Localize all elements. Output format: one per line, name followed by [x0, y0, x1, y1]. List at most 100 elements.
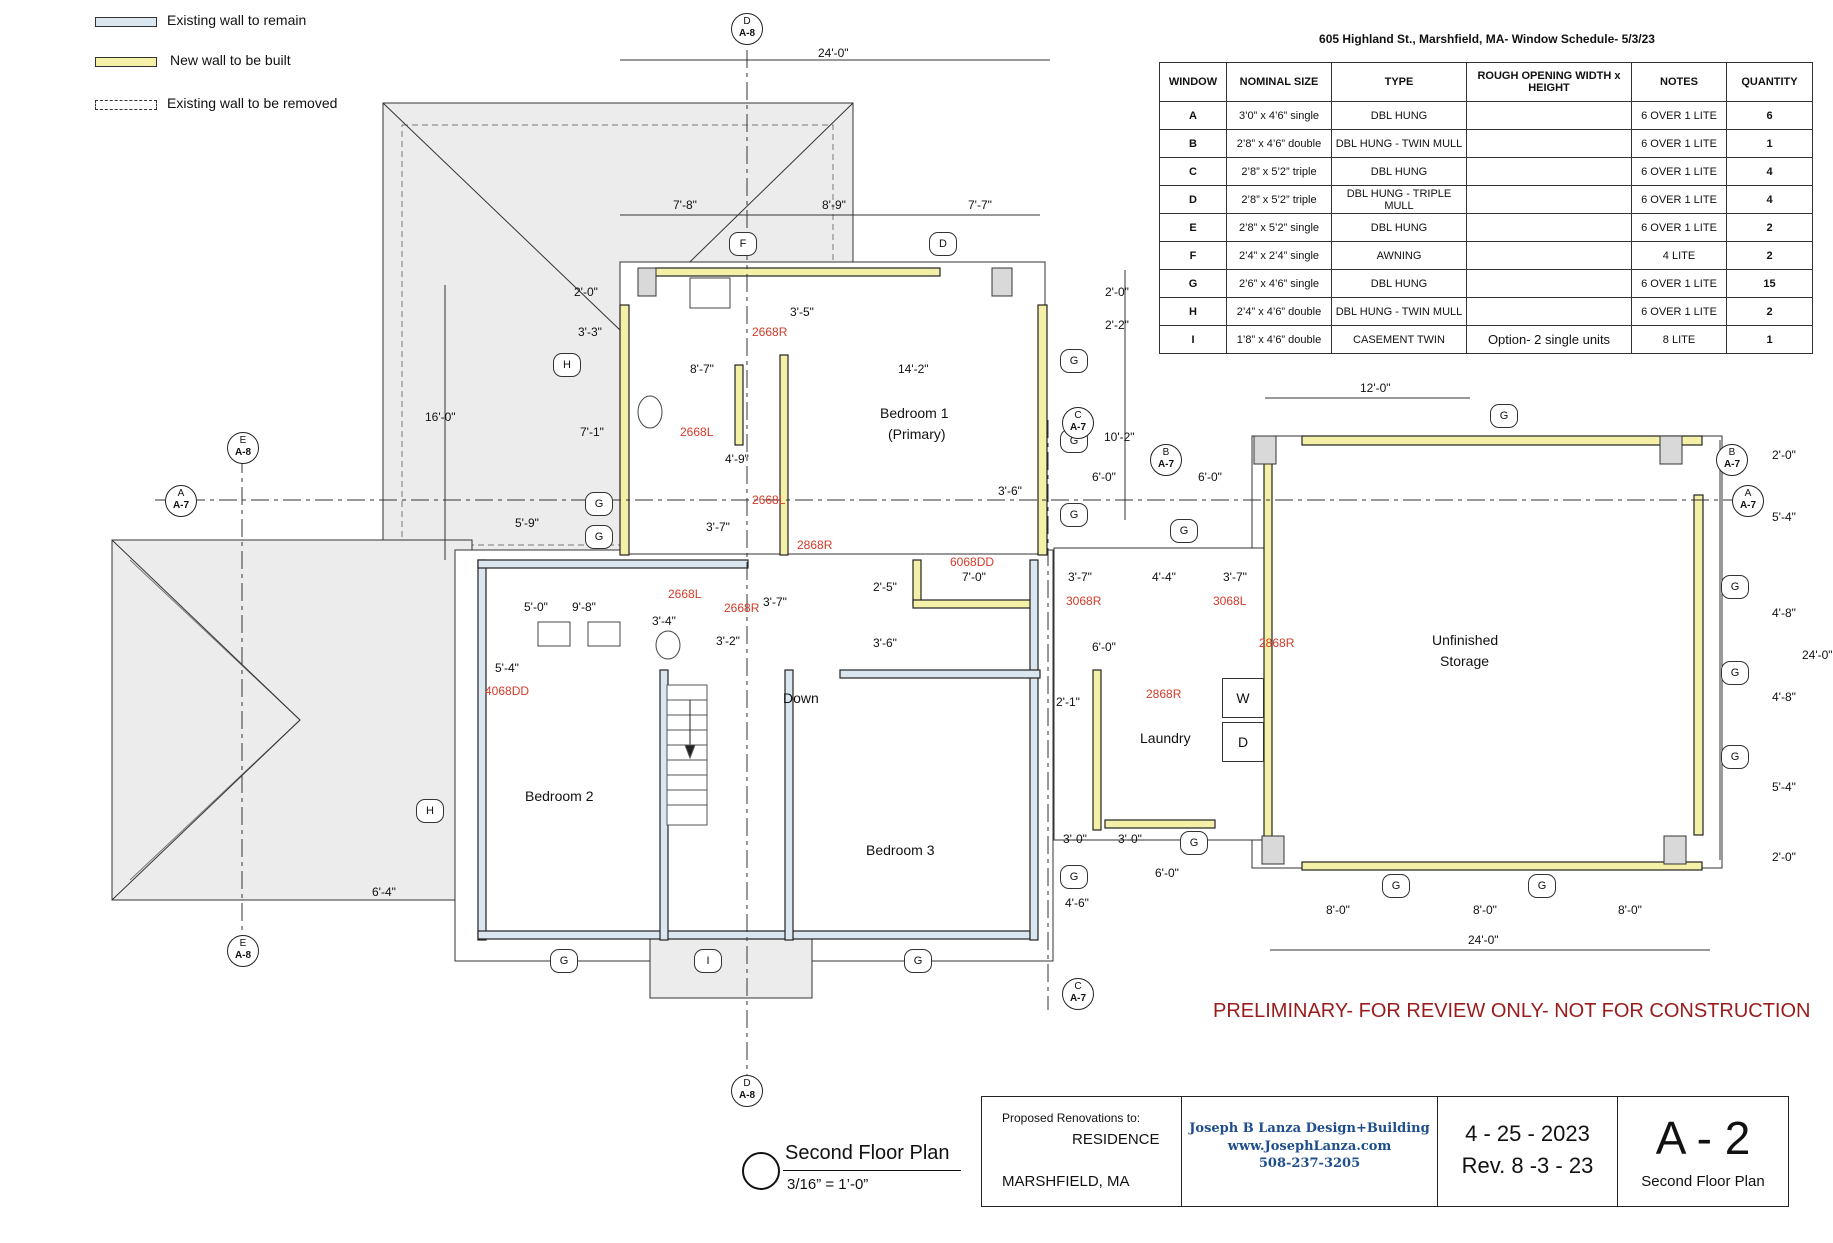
section-sheet: A-8 — [738, 28, 756, 39]
schedule-cell: DBL HUNG - TWIN MULL — [1331, 129, 1467, 158]
room-storage-line2: Storage — [1440, 653, 1490, 669]
door-tag: 2868R — [797, 538, 833, 552]
window-tag: I — [694, 949, 722, 973]
window-tag: G — [1060, 503, 1088, 527]
section-letter: B — [1162, 447, 1170, 458]
section-letter: C — [1074, 410, 1082, 421]
main-house-footprint — [454, 549, 1054, 962]
dimension-label: 4'-6" — [1065, 896, 1089, 910]
grid-lines — [155, 50, 1740, 1100]
legend-label-new: New wall to be built — [170, 52, 291, 68]
schedule-header: TYPE — [1331, 62, 1467, 102]
schedule-cell: 6 OVER 1 LITE — [1631, 269, 1727, 298]
section-sheet: A-8 — [738, 1090, 756, 1101]
schedule-cell — [1466, 297, 1632, 326]
dimension-label: 2'-0" — [1105, 285, 1129, 299]
tb-proposed: Proposed Renovations to: — [1002, 1111, 1141, 1125]
dimension-label: 2'-1" — [1056, 695, 1080, 709]
schedule-cell: 4 — [1726, 185, 1813, 214]
door-tag: 2668L — [752, 493, 786, 507]
dimension-label: 8'-0" — [1618, 903, 1642, 917]
wall-corners — [637, 267, 1687, 865]
schedule-header: ROUGH OPENING WIDTH x HEIGHT — [1466, 62, 1632, 102]
dimension-label: 9'-8" — [572, 600, 596, 614]
schedule-header: NOMINAL SIZE — [1226, 62, 1332, 102]
door-tag: 2668R — [752, 325, 788, 339]
schedule-cell: 6 OVER 1 LITE — [1631, 101, 1727, 130]
dimension-lines — [444, 59, 1721, 951]
schedule-cell: 8 LITE — [1631, 325, 1727, 354]
schedule-cell: DBL HUNG - TRIPLE MULL — [1331, 185, 1467, 214]
dimension-label: 5'-4" — [1772, 780, 1796, 794]
schedule-cell: 2’8” x 5’2” triple — [1226, 157, 1332, 186]
window-tag: G — [1382, 874, 1410, 898]
existing-walls — [477, 559, 1041, 941]
dimension-label: 6'-0" — [1155, 866, 1179, 880]
dimension-label: 3'-6" — [998, 484, 1022, 498]
schedule-cell: DBL HUNG — [1331, 269, 1467, 298]
schedule-cell: AWNING — [1331, 241, 1467, 270]
dimension-label: 14'-2" — [898, 362, 929, 376]
dimension-label: 2'-5" — [873, 580, 897, 594]
dimension-label: 24'-0" — [1468, 933, 1499, 947]
dimension-label: 4'-4" — [1152, 570, 1176, 584]
schedule-cell — [1466, 269, 1632, 298]
legend-label-existing: Existing wall to remain — [167, 12, 307, 28]
dimension-label: 2'-0" — [1772, 850, 1796, 864]
schedule-cell: H — [1159, 297, 1227, 326]
window-tag: G — [585, 525, 613, 549]
schedule-cell: 1 — [1726, 129, 1813, 158]
schedule-cell: Option- 2 single units — [1466, 325, 1632, 354]
schedule-cell: E — [1159, 213, 1227, 242]
schedule-cell: 6 OVER 1 LITE — [1631, 185, 1727, 214]
schedule-cell: 2’8” x 5’2” single — [1226, 213, 1332, 242]
section-letter: A — [1744, 488, 1752, 499]
dimension-label: 8'-7" — [690, 362, 714, 376]
fixtures — [537, 277, 731, 660]
primary-wing-footprint — [619, 261, 1046, 555]
legend-swatch-new — [95, 57, 157, 67]
bay-window — [649, 937, 813, 999]
schedule-cell: F — [1159, 241, 1227, 270]
connector-footprint — [1053, 547, 1265, 841]
schedule-cell: G — [1159, 269, 1227, 298]
window-tag: G — [1528, 874, 1556, 898]
section-sheet: A-7 — [172, 500, 190, 511]
dimension-label: 3'-7" — [1068, 570, 1092, 584]
dimension-label: 5'-9" — [515, 516, 539, 530]
dimension-label: 3'-0" — [1118, 832, 1142, 846]
dimension-label: 3'-7" — [1223, 570, 1247, 584]
dimension-label: 7'-7" — [968, 198, 992, 212]
dimension-label: 4'-9" — [725, 452, 749, 466]
door-tag: 2868R — [1146, 687, 1182, 701]
schedule-cell: 6 — [1726, 101, 1813, 130]
schedule-cell: 4 — [1726, 157, 1813, 186]
schedule-cell: A — [1159, 101, 1227, 130]
section-letter: E — [239, 435, 247, 446]
tb-firm-phone: 508-237-3205 — [1258, 1156, 1361, 1171]
dimension-label: 6'-0" — [1198, 470, 1222, 484]
tb-sheet-name: Second Floor Plan — [1641, 1173, 1765, 1190]
schedule-cell: C — [1159, 157, 1227, 186]
dimension-label: 2'-0" — [574, 285, 598, 299]
title-block-sheet: A - 2 Second Floor Plan — [1618, 1097, 1788, 1206]
schedule-cell — [1466, 213, 1632, 242]
window-tag: G — [904, 949, 932, 973]
schedule-cell: 2’4” x 2’4” single — [1226, 241, 1332, 270]
window-tag: G — [1170, 519, 1198, 543]
window-tag: G — [1721, 661, 1749, 685]
stair-down-label: Down — [783, 690, 819, 706]
dimension-label: 16'-0" — [425, 410, 456, 424]
window-tag: G — [1721, 745, 1749, 769]
plan-title: Second Floor Plan — [785, 1142, 950, 1164]
section-sheet: A-7 — [1157, 459, 1175, 470]
